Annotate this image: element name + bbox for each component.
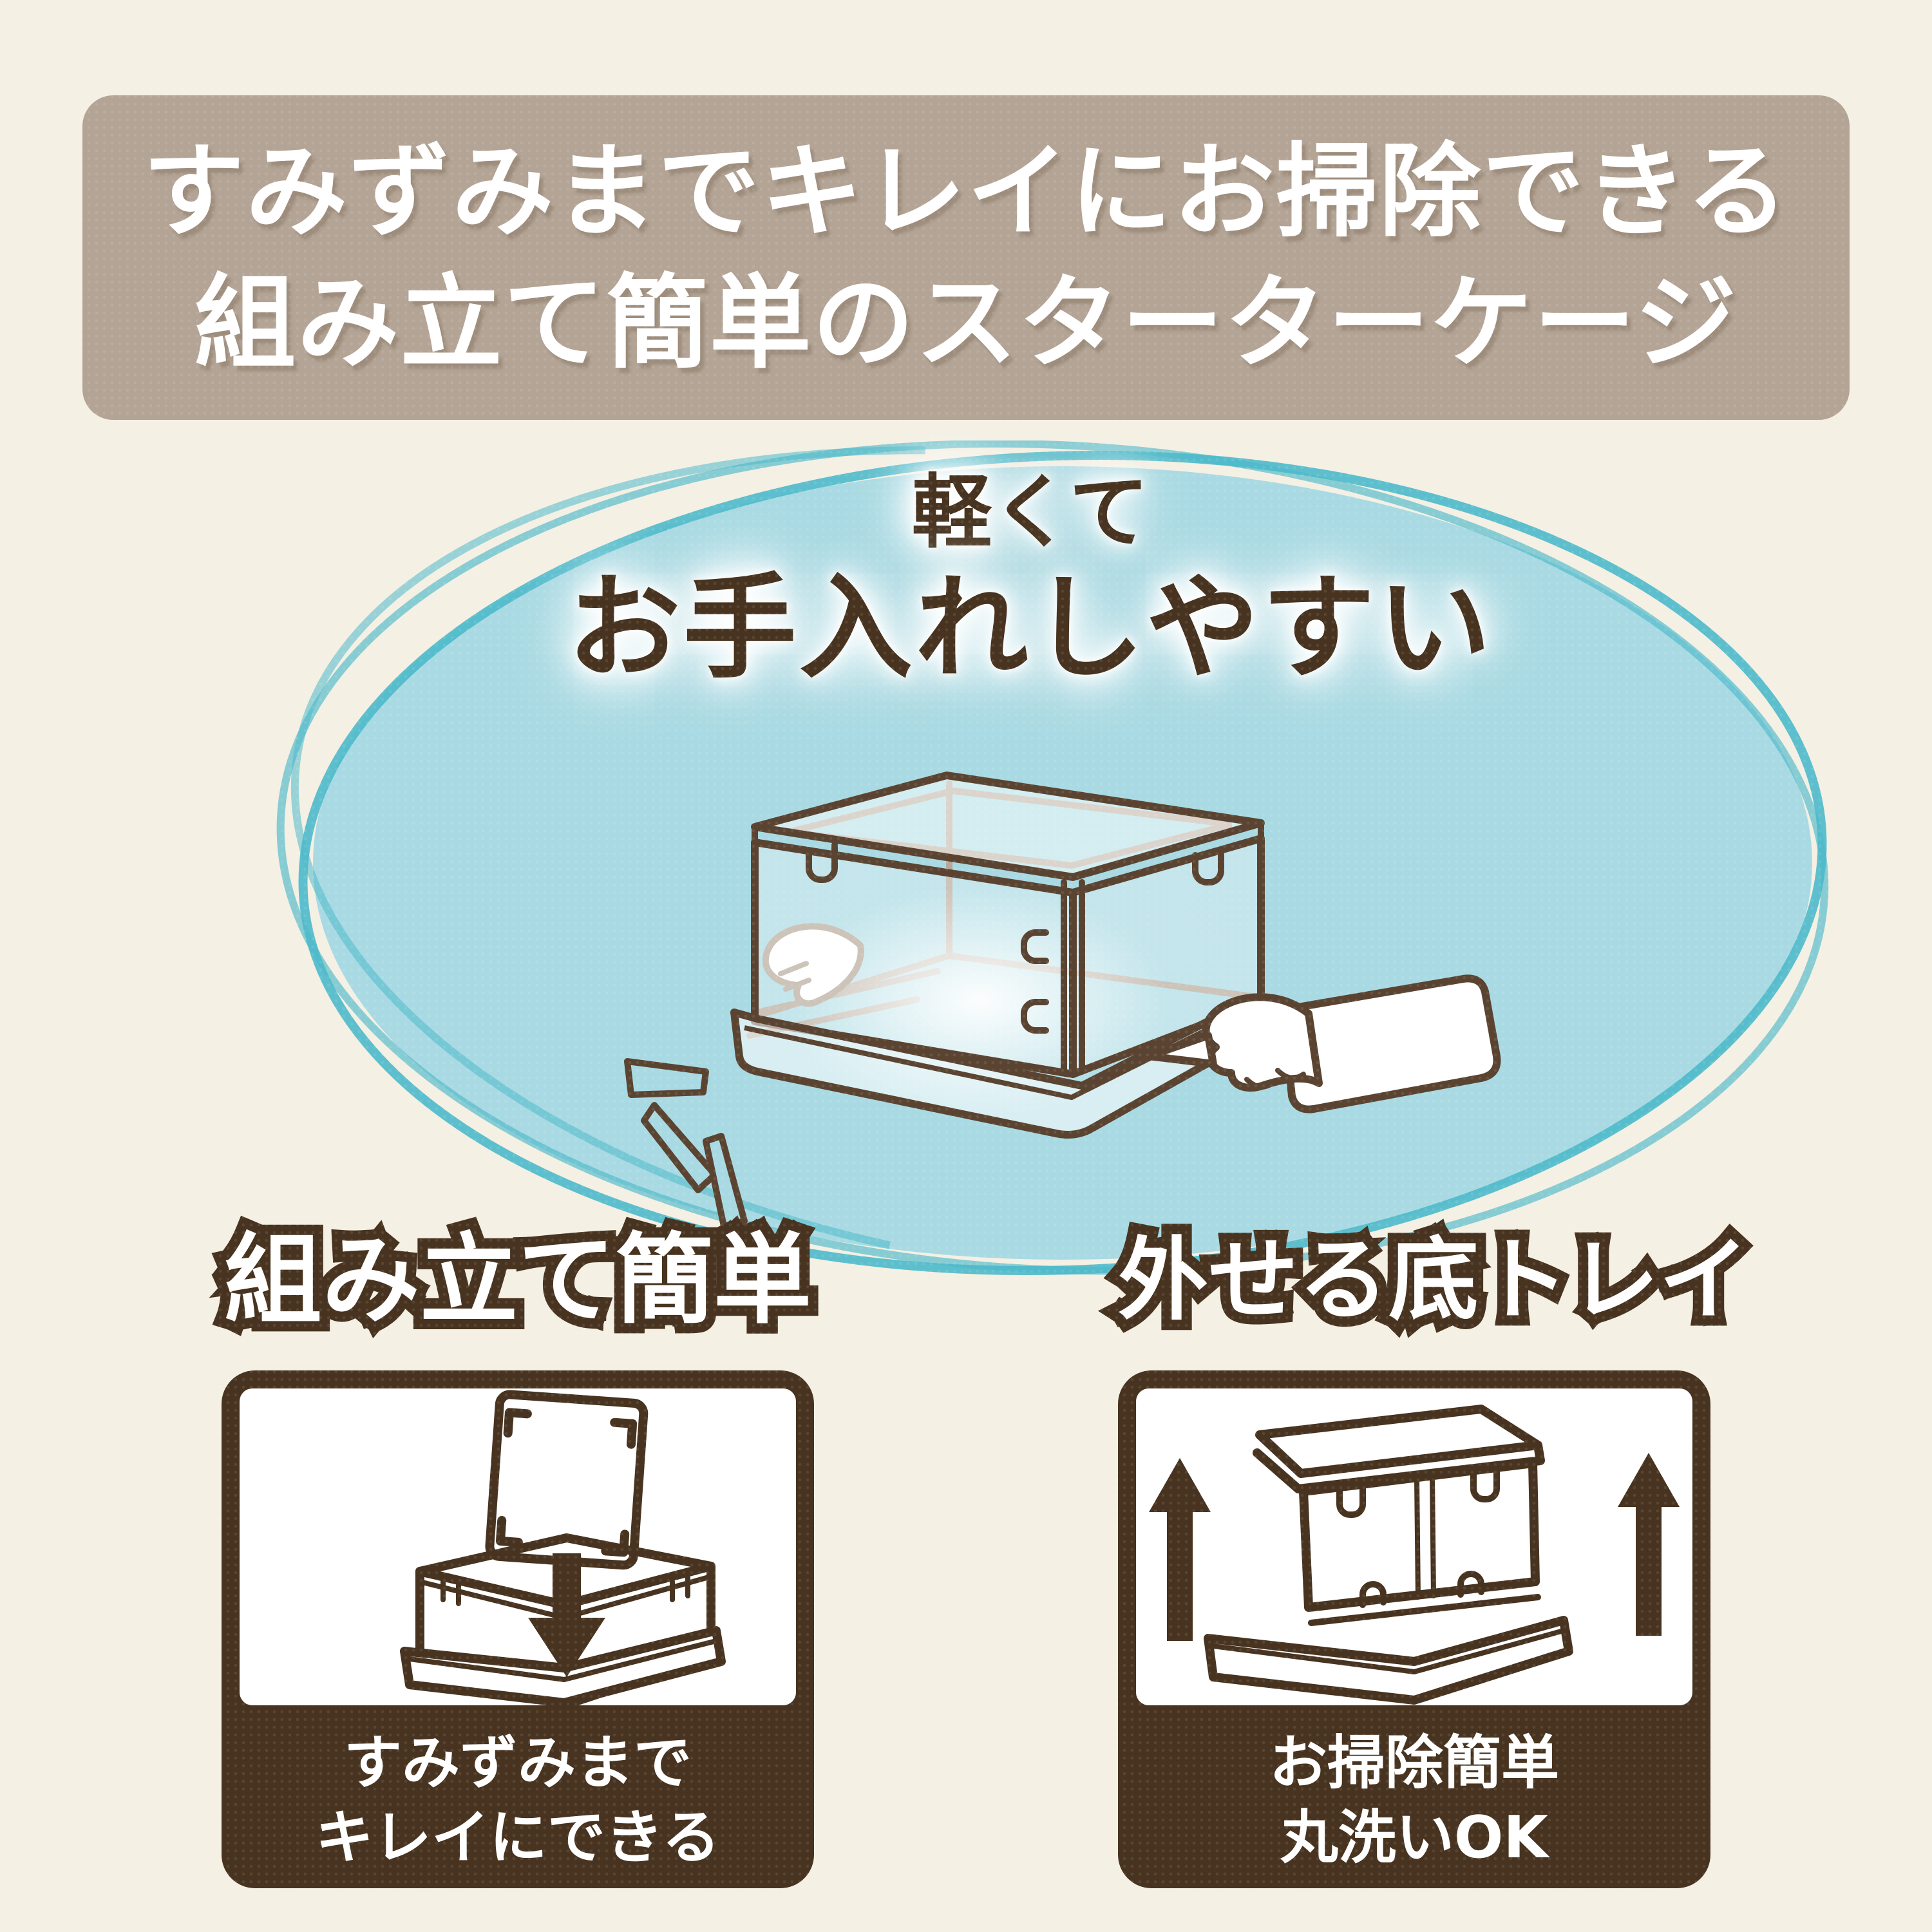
feature-card-removable-tray: お掃除簡単 丸洗いOK [1118,1370,1710,1888]
up-arrow-left-icon [1149,1458,1211,1641]
feature-assembly-caption-line-1: すみずみまで [343,1728,692,1797]
feature-title-assembly-outline: 組み立て簡単 [214,1212,822,1347]
feature-title-removable-tray-text: 外せる底トレイ [1118,1227,1749,1333]
hero-catchphrase-line-2: お手入れしやすい [567,562,1494,694]
header-line-2: 組み立て簡単のスターターケージ [194,264,1738,383]
feature-card-assembly: すみずみまで キレイにできる [222,1370,814,1888]
hand-lifting-cage-illustration [624,772,1501,1229]
up-arrow-right-icon [1618,1453,1680,1636]
feature-title-assembly-text: 組み立て簡単 [224,1222,811,1337]
feature-tray-caption-line-1: お掃除簡単 [1269,1728,1559,1797]
cage-off-tray-up-arrows-illustration [1149,1405,1680,1705]
feature-title-removable-tray: 外せる底トレイ 外せる底トレイ [1108,1217,1759,1343]
down-arrow-icon [528,1553,605,1677]
hand-knuckle-lines [1244,1068,1306,1090]
feature-title-removable-tray-outline: 外せる底トレイ [1108,1217,1759,1343]
holding-hand [1145,974,1501,1113]
panel-into-box-down-arrow-illustration [400,1390,726,1705]
header-line-1: すみずみまでキレイにお掃除できる [142,133,1790,251]
feature-tray-caption: お掃除簡単 丸洗いOK [1118,1726,1710,1875]
feature-assembly: 組み立て簡単 組み立て簡単 [214,1212,822,1888]
hero-catchphrase-line-1: 軽くて [911,465,1150,559]
hero-catchphrase: 軽くて お手入れしやすい [258,466,1803,693]
feature-assembly-caption: すみずみまで キレイにできる [222,1726,814,1875]
feature-tray-caption-line-2: 丸洗いOK [1280,1803,1549,1871]
feature-assembly-illustration-panel [240,1388,796,1705]
cleaning-glove-sketch [762,923,864,1007]
header-banner: すみずみまでキレイにお掃除できる 組み立て簡単のスターターケージ [82,95,1850,420]
emphasis-marks-icon [624,1058,748,1229]
feature-assembly-caption-line-2: キレイにできる [315,1803,721,1871]
feature-removable-tray: 外せる底トレイ 外せる底トレイ [1108,1217,1759,1888]
feature-tray-illustration-panel [1136,1388,1692,1705]
cage-details [752,820,1264,1075]
feature-title-assembly: 組み立て簡単 組み立て簡単 [214,1212,822,1347]
